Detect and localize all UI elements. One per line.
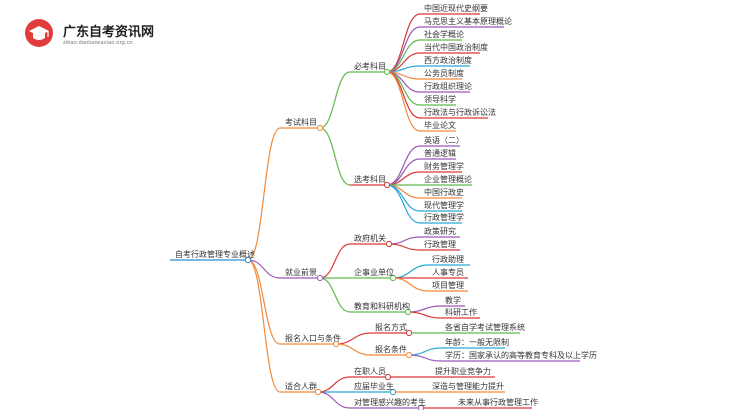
audience-2-dot <box>417 404 425 410</box>
edge-root-career <box>247 259 281 279</box>
audience-1-dot <box>389 388 397 396</box>
edge-audience-2 <box>317 391 351 409</box>
required-node-dot <box>383 68 391 76</box>
edge-signup-condition <box>335 343 372 356</box>
leaf-audience-1[interactable]: 深造与管理能力提升 <box>432 382 504 391</box>
node-edu[interactable]: 教育和科研机构 <box>354 302 410 311</box>
edge-edu-0 <box>407 305 442 313</box>
edge-root-signup <box>247 259 281 345</box>
site-name: 广东自考资讯网 <box>63 24 155 39</box>
root-node-dot <box>244 256 252 264</box>
node-audience-0[interactable]: 在职人员 <box>354 367 386 376</box>
edge-gov-1 <box>388 243 421 251</box>
edge-enterprise-2 <box>392 277 429 292</box>
condition-node-dot <box>405 351 413 359</box>
node-required[interactable]: 必考科目 <box>354 62 386 71</box>
leaf-audience-0[interactable]: 提升职业竞争力 <box>435 367 491 376</box>
leaf-required-9[interactable]: 毕业论文 <box>424 121 456 130</box>
leaf-required-0[interactable]: 中国近现代史纲要 <box>424 4 488 13</box>
edge-condition-0 <box>408 347 442 356</box>
leaf-method-0[interactable]: 各省自学考试管理系统 <box>445 323 525 332</box>
leaf-enterprise-0[interactable]: 行政助理 <box>432 255 464 264</box>
node-condition[interactable]: 报名条件 <box>375 345 407 354</box>
branch-signup[interactable]: 报名入口与条件 <box>285 334 341 343</box>
branch-audience[interactable]: 适合人群 <box>285 382 317 391</box>
leaf-condition-1[interactable]: 学历：国家承认的高等教育专科及以上学历 <box>445 351 597 360</box>
method-node-dot <box>405 329 413 337</box>
edge-enterprise-0 <box>392 264 429 279</box>
edge-career-edu <box>319 277 351 313</box>
leaf-required-6[interactable]: 行政组织理论 <box>424 82 472 91</box>
edge-condition-1 <box>408 354 442 362</box>
leaf-elective-4[interactable]: 中国行政史 <box>424 188 464 197</box>
leaf-enterprise-2[interactable]: 项目管理 <box>432 281 464 290</box>
signup-node-dot <box>332 340 340 348</box>
exam-node-dot <box>316 124 324 132</box>
edge-required-1 <box>386 26 421 73</box>
node-method[interactable]: 报名方式 <box>375 323 407 332</box>
site-url: zikao.danluowaxiao.org.cn <box>63 40 133 46</box>
edge-edu-1 <box>407 311 442 319</box>
leaf-audience-2[interactable]: 未来从事行政管理工作 <box>458 398 538 407</box>
node-elective[interactable]: 选考科目 <box>354 175 386 184</box>
leaf-required-7[interactable]: 领导科学 <box>424 95 456 104</box>
leaf-edu-1[interactable]: 科研工作 <box>445 308 477 317</box>
branch-career[interactable]: 就业前景 <box>285 268 317 277</box>
gov-node-dot <box>385 240 393 248</box>
career-node-dot <box>316 274 324 282</box>
branch-exam[interactable]: 考试科目 <box>285 118 317 127</box>
edge-signup-method <box>335 332 372 345</box>
edge-required-9 <box>386 71 421 132</box>
leaf-required-8[interactable]: 行政法与行政诉讼法 <box>424 108 496 117</box>
leaf-elective-0[interactable]: 英语（二） <box>424 136 464 145</box>
node-enterprise[interactable]: 企事业单位 <box>354 268 394 277</box>
edge-career-gov <box>319 243 351 279</box>
edge-elective-6 <box>386 184 421 224</box>
leaf-required-4[interactable]: 西方政治制度 <box>424 56 472 65</box>
leaf-condition-0[interactable]: 年龄：一般无限制 <box>445 338 509 347</box>
leaf-required-3[interactable]: 当代中国政治制度 <box>424 43 488 52</box>
root-topic[interactable]: 自考行政管理专业概述 <box>175 250 255 259</box>
leaf-elective-3[interactable]: 企业管理概论 <box>424 175 472 184</box>
edge-exam-required <box>319 71 351 129</box>
elective-node-dot <box>383 181 391 189</box>
leaf-required-1[interactable]: 马克思主义基本原理概论 <box>424 17 512 26</box>
leaf-edu-0[interactable]: 教学 <box>445 296 461 305</box>
edge-gov-0 <box>388 236 421 245</box>
leaf-elective-5[interactable]: 现代管理学 <box>424 201 464 210</box>
leaf-enterprise-1[interactable]: 人事专员 <box>432 268 464 277</box>
node-gov[interactable]: 政府机关 <box>354 234 386 243</box>
node-audience-2[interactable]: 对管理感兴趣的考生 <box>354 398 426 407</box>
node-audience-1[interactable]: 应届毕业生 <box>354 382 394 391</box>
leaf-required-5[interactable]: 公务员制度 <box>424 69 464 78</box>
audience-node-dot <box>314 388 322 396</box>
leaf-required-2[interactable]: 社会学概论 <box>424 30 464 39</box>
edge-root-exam <box>247 127 281 261</box>
leaf-gov-1[interactable]: 行政管理 <box>424 240 456 249</box>
audience-0-dot <box>384 373 392 381</box>
leaf-elective-1[interactable]: 普通逻辑 <box>424 149 456 158</box>
leaf-elective-2[interactable]: 财务管理学 <box>424 162 464 171</box>
edu-node-dot <box>404 308 412 316</box>
edge-audience-0 <box>317 376 351 393</box>
graduation-cap-icon <box>25 19 53 47</box>
edge-root-audience <box>247 259 281 393</box>
enterprise-node-dot <box>389 274 397 282</box>
leaf-gov-0[interactable]: 政策研究 <box>424 227 456 236</box>
edge-exam-elective <box>319 127 351 186</box>
leaf-elective-6[interactable]: 行政管理学 <box>424 213 464 222</box>
